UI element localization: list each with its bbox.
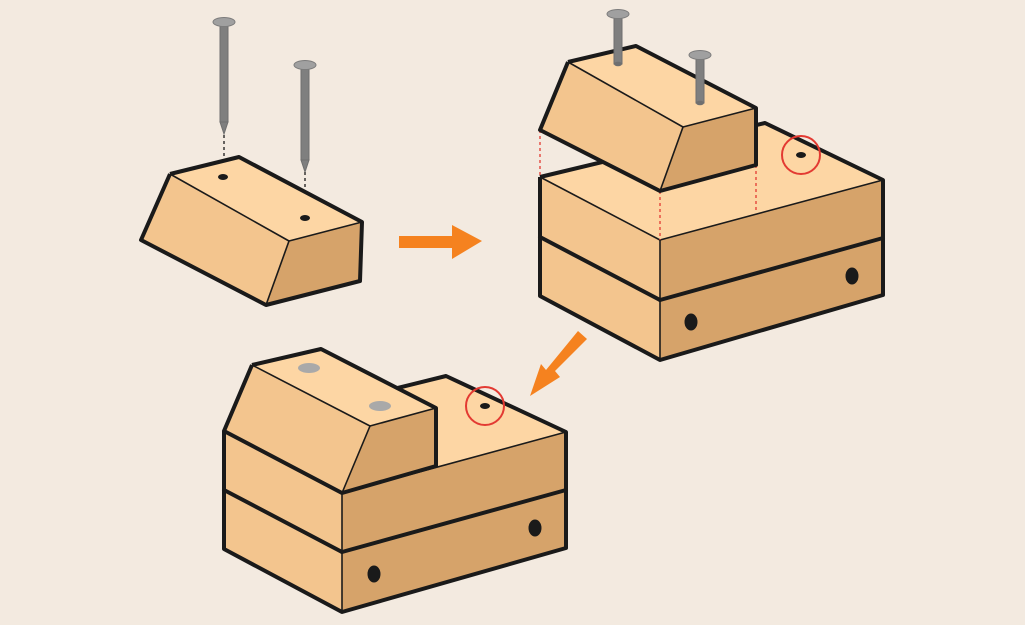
arrow-right-icon	[399, 225, 482, 259]
nail-hole	[218, 174, 228, 180]
nail-icon	[688, 50, 712, 106]
block-right-face	[266, 222, 362, 305]
wood-base	[538, 121, 885, 362]
nail-hole	[480, 403, 490, 409]
nail-hole	[796, 152, 806, 158]
nail-hole	[300, 215, 310, 221]
block-left-face	[141, 174, 289, 305]
bolt-hole	[367, 565, 381, 583]
step-3-group	[222, 347, 568, 614]
nail-head-flush	[298, 363, 320, 373]
step-1-group	[139, 17, 364, 307]
wood-block-raised	[538, 9, 758, 193]
nail-icon	[293, 60, 317, 174]
step-2-group	[538, 9, 885, 362]
nail-icon	[606, 9, 630, 67]
bolt-hole	[684, 313, 698, 331]
wood-block	[139, 155, 364, 307]
nail-head-flush	[369, 401, 391, 411]
wood-block-attached	[222, 347, 438, 495]
bolt-hole	[845, 267, 859, 285]
nail-icon	[212, 17, 236, 136]
arrow-down-left-icon	[530, 331, 587, 396]
highlight-circle	[781, 135, 821, 175]
highlight-circle	[465, 386, 505, 426]
block-top-face	[170, 157, 362, 241]
bolt-hole	[528, 519, 542, 537]
